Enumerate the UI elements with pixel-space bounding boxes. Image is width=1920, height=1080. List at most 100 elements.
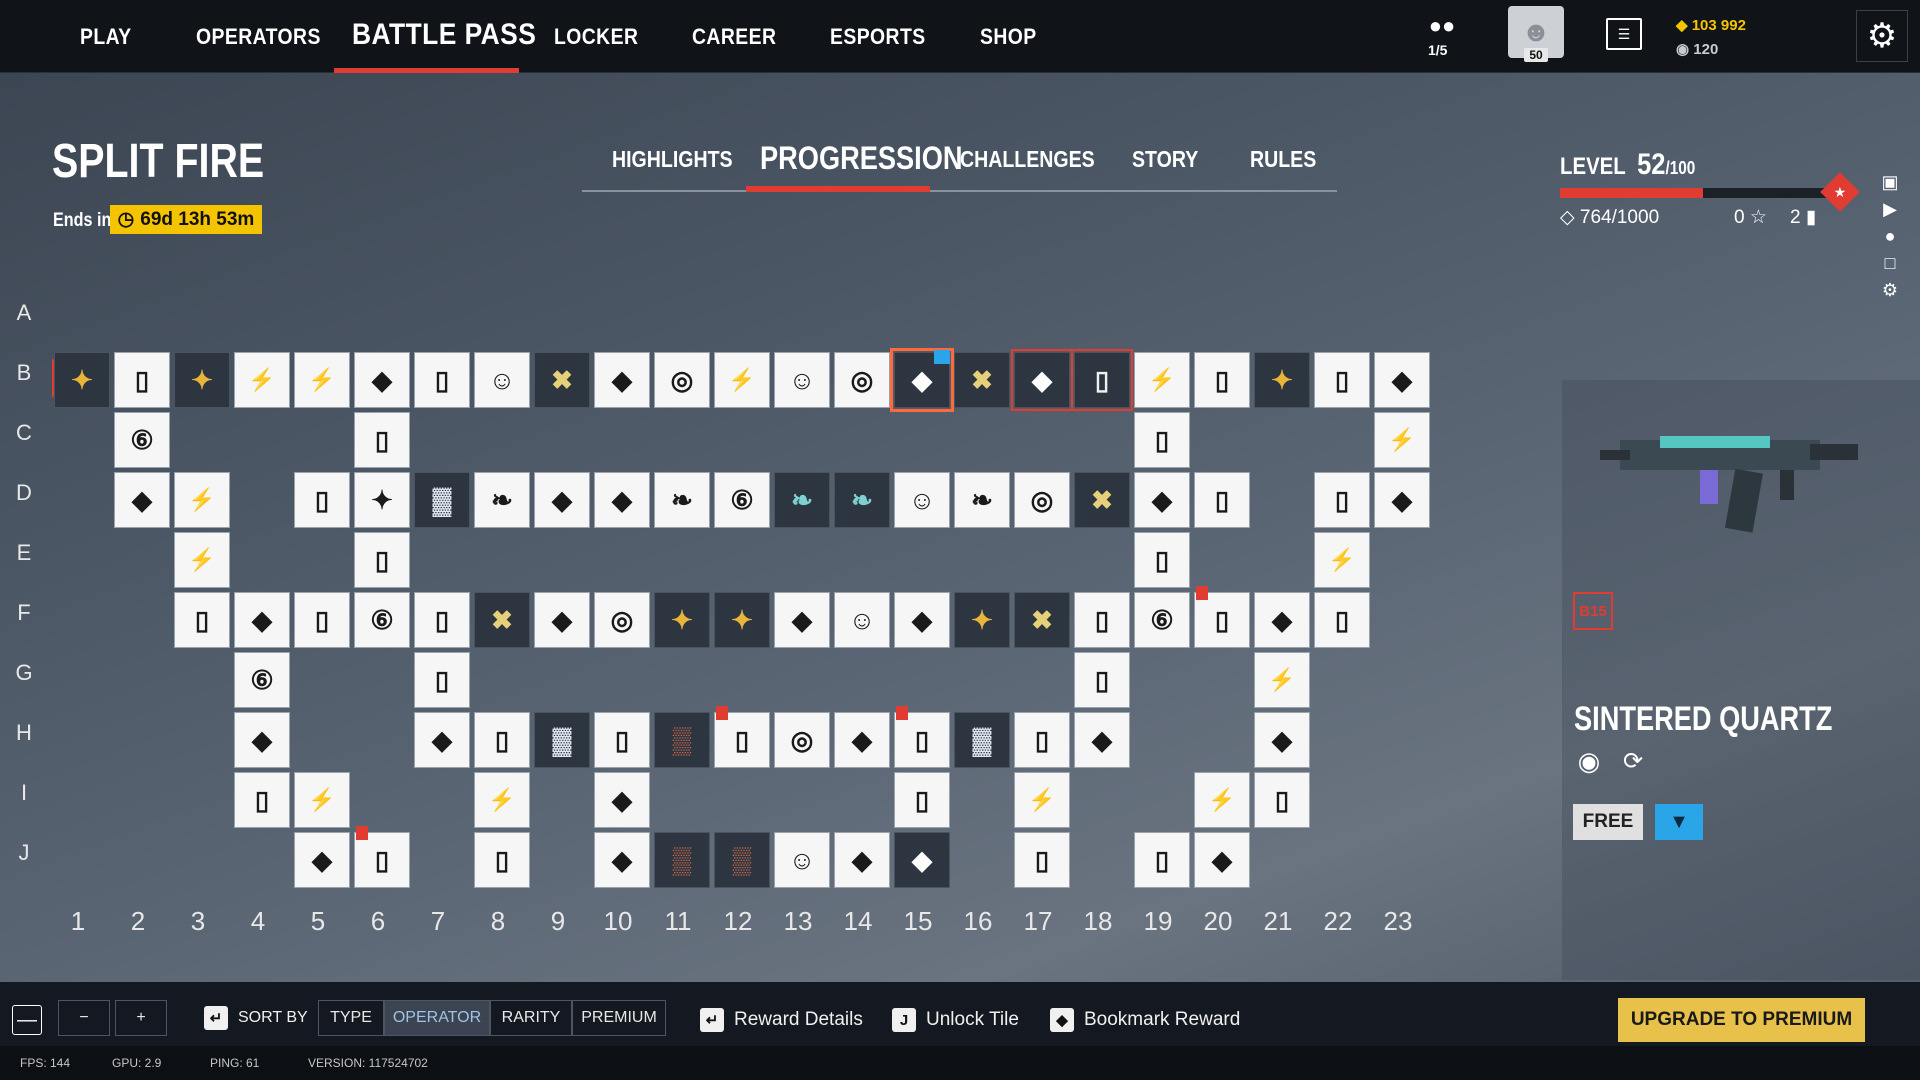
reward-tile-f17[interactable]: ✖ <box>1014 592 1070 648</box>
reward-details-action[interactable]: ↵Reward Details <box>700 1008 863 1032</box>
reward-tile-b8[interactable]: ☺ <box>474 352 530 408</box>
reward-tile-f7[interactable]: ▯ <box>414 592 470 648</box>
reward-tile-i20[interactable]: ⚡ <box>1194 772 1250 828</box>
nav-battle-pass[interactable]: BATTLE PASS <box>352 18 537 51</box>
reward-tile-f5[interactable]: ▯ <box>294 592 350 648</box>
reward-tile-j15[interactable]: ◆ <box>894 832 950 888</box>
reward-tile-f4[interactable]: ◆ <box>234 592 290 648</box>
reward-tile-d7[interactable]: ▓ <box>414 472 470 528</box>
sort-type[interactable]: TYPE <box>318 1000 384 1036</box>
reward-tile-h11[interactable]: ▒ <box>654 712 710 768</box>
reward-tile-c23[interactable]: ⚡ <box>1374 412 1430 468</box>
reward-tile-i21[interactable]: ▯ <box>1254 772 1310 828</box>
reward-tile-d6[interactable]: ✦ <box>354 472 410 528</box>
reward-tile-d3[interactable]: ⚡ <box>174 472 230 528</box>
reward-tile-d20[interactable]: ▯ <box>1194 472 1250 528</box>
reward-tile-h17[interactable]: ▯ <box>1014 712 1070 768</box>
reward-tile-j12[interactable]: ▒ <box>714 832 770 888</box>
reward-tile-b2[interactable]: ▯ <box>114 352 170 408</box>
reward-tile-f13[interactable]: ◆ <box>774 592 830 648</box>
reward-tile-f16[interactable]: ✦ <box>954 592 1010 648</box>
gear-icon[interactable]: ⚙ <box>1881 280 1899 300</box>
reward-tile-d14[interactable]: ❧ <box>834 472 890 528</box>
sort-rarity[interactable]: RARITY <box>490 1000 572 1036</box>
reward-tile-i10[interactable]: ◆ <box>594 772 650 828</box>
reward-tile-f10[interactable]: ◎ <box>594 592 650 648</box>
window-icon[interactable]: □ <box>1884 253 1896 273</box>
reward-tile-d11[interactable]: ❧ <box>654 472 710 528</box>
nav-esports[interactable]: ESPORTS <box>830 24 926 49</box>
video-icon[interactable]: ▶ <box>1883 199 1897 219</box>
reward-tile-f12[interactable]: ✦ <box>714 592 770 648</box>
reward-tile-h8[interactable]: ▯ <box>474 712 530 768</box>
reward-tile-j11[interactable]: ▒ <box>654 832 710 888</box>
reward-tile-b7[interactable]: ▯ <box>414 352 470 408</box>
reward-tile-f20[interactable]: ▯ <box>1194 592 1250 648</box>
tab-rules[interactable]: RULES <box>1250 146 1317 172</box>
zoom-in-button[interactable]: + <box>115 1000 167 1036</box>
reward-tile-h13[interactable]: ◎ <box>774 712 830 768</box>
reward-tile-d9[interactable]: ◆ <box>534 472 590 528</box>
reward-tile-b5[interactable]: ⚡ <box>294 352 350 408</box>
reward-tile-h18[interactable]: ◆ <box>1074 712 1130 768</box>
bookmark-filter-icon[interactable]: ▼ <box>1655 804 1703 840</box>
reward-tile-e22[interactable]: ⚡ <box>1314 532 1370 588</box>
reward-tile-b10[interactable]: ◆ <box>594 352 650 408</box>
reward-tile-j6[interactable]: ▯ <box>354 832 410 888</box>
reward-tile-j5[interactable]: ◆ <box>294 832 350 888</box>
reward-tile-f8[interactable]: ✖ <box>474 592 530 648</box>
reward-tile-e3[interactable]: ⚡ <box>174 532 230 588</box>
reward-tile-d16[interactable]: ❧ <box>954 472 1010 528</box>
reward-tile-e6[interactable]: ▯ <box>354 532 410 588</box>
reward-tile-d5[interactable]: ▯ <box>294 472 350 528</box>
reward-tile-b21[interactable]: ✦ <box>1254 352 1310 408</box>
reward-tile-j20[interactable]: ◆ <box>1194 832 1250 888</box>
reward-tile-i8[interactable]: ⚡ <box>474 772 530 828</box>
sort-premium[interactable]: PREMIUM <box>572 1000 666 1036</box>
reward-tile-f19[interactable]: ⑥ <box>1134 592 1190 648</box>
reward-tile-f15[interactable]: ◆ <box>894 592 950 648</box>
reward-tile-f9[interactable]: ◆ <box>534 592 590 648</box>
reward-tile-h10[interactable]: ▯ <box>594 712 650 768</box>
reward-tile-b1[interactable]: ✦ <box>54 352 110 408</box>
party-icon[interactable]: ●● <box>1428 13 1456 38</box>
reward-tile-d15[interactable]: ☺ <box>894 472 950 528</box>
reward-tile-b4[interactable]: ⚡ <box>234 352 290 408</box>
tab-story[interactable]: STORY <box>1132 146 1199 172</box>
nav-play[interactable]: PLAY <box>80 24 132 49</box>
reward-tile-b12[interactable]: ⚡ <box>714 352 770 408</box>
reward-tile-j10[interactable]: ◆ <box>594 832 650 888</box>
nav-operators[interactable]: OPERATORS <box>196 24 321 49</box>
reward-tile-j19[interactable]: ▯ <box>1134 832 1190 888</box>
reward-tile-g21[interactable]: ⚡ <box>1254 652 1310 708</box>
reward-tile-b17[interactable]: ◆ <box>1011 349 1073 411</box>
reward-tile-d22[interactable]: ▯ <box>1314 472 1370 528</box>
reward-tile-h9[interactable]: ▓ <box>534 712 590 768</box>
reward-tile-j17[interactable]: ▯ <box>1014 832 1070 888</box>
reward-tile-f3[interactable]: ▯ <box>174 592 230 648</box>
reward-tile-b16[interactable]: ✖ <box>954 352 1010 408</box>
reward-tile-h21[interactable]: ◆ <box>1254 712 1310 768</box>
reward-tile-h4[interactable]: ◆ <box>234 712 290 768</box>
nav-locker[interactable]: LOCKER <box>554 24 639 49</box>
reward-tile-b20[interactable]: ▯ <box>1194 352 1250 408</box>
reward-tile-b13[interactable]: ☺ <box>774 352 830 408</box>
tab-challenges[interactable]: CHALLENGES <box>960 146 1095 172</box>
tab-highlights[interactable]: HIGHLIGHTS <box>612 146 733 172</box>
reward-tile-d12[interactable]: ⑥ <box>714 472 770 528</box>
reward-tile-f11[interactable]: ✦ <box>654 592 710 648</box>
reward-tile-f21[interactable]: ◆ <box>1254 592 1310 648</box>
tab-progression[interactable]: PROGRESSION <box>760 140 963 176</box>
reward-tile-c2[interactable]: ⑥ <box>114 412 170 468</box>
reward-tile-e19[interactable]: ▯ <box>1134 532 1190 588</box>
camera-icon[interactable]: ▣ <box>1881 172 1899 192</box>
news-icon[interactable]: ☰ <box>1606 18 1642 50</box>
reward-tile-g7[interactable]: ▯ <box>414 652 470 708</box>
reward-tile-b11[interactable]: ◎ <box>654 352 710 408</box>
reward-tile-b19[interactable]: ⚡ <box>1134 352 1190 408</box>
reward-tile-b18[interactable]: ▯ <box>1071 349 1133 411</box>
reward-tile-g18[interactable]: ▯ <box>1074 652 1130 708</box>
reward-tile-h16[interactable]: ▓ <box>954 712 1010 768</box>
reward-tile-b6[interactable]: ◆ <box>354 352 410 408</box>
